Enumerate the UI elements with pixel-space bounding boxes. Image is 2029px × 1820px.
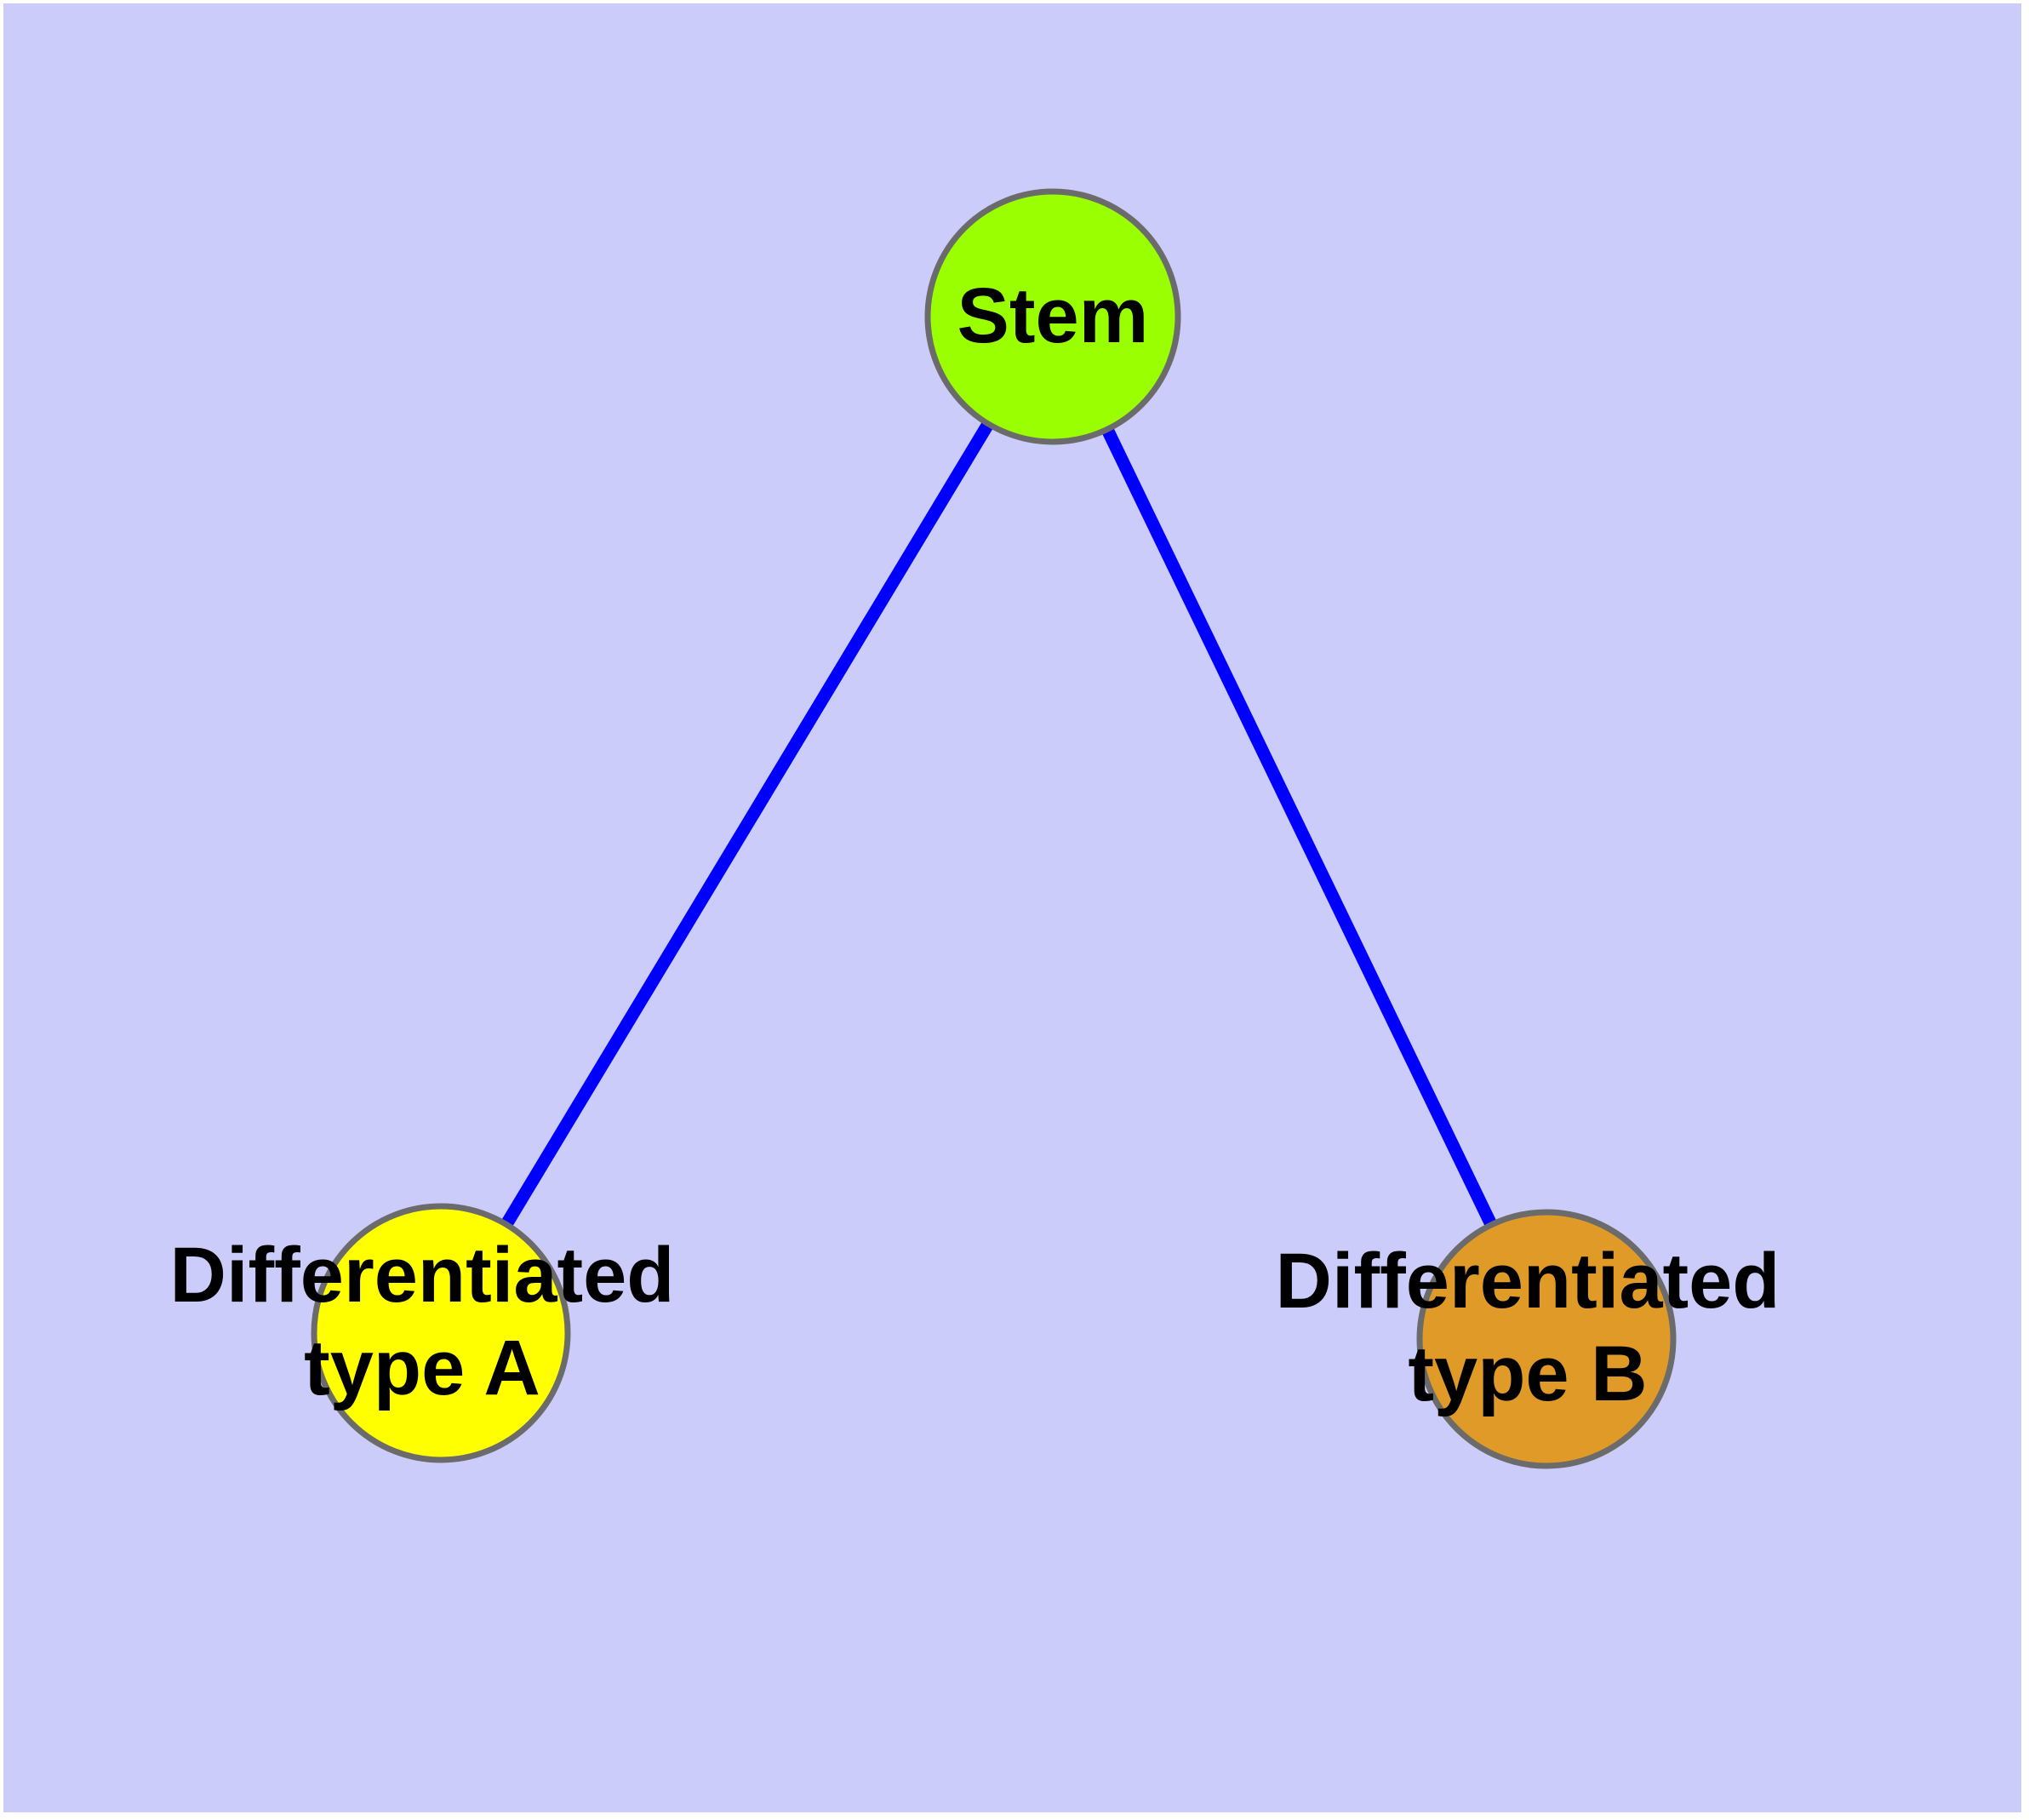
edge-stem-to-differentiated-type-b[interactable] — [1047, 313, 1552, 1342]
diagram-plot-area: Stem Differentiated type A Differentiate… — [3, 3, 2021, 1812]
node-differentiated-type-b-label-line2: type B — [1408, 1331, 1647, 1417]
node-stem-label: Stem — [957, 272, 1149, 359]
node-link-graph: Stem Differentiated type A Differentiate… — [170, 188, 1780, 1469]
node-differentiated-type-a-label-line1: Differentiated — [170, 1232, 675, 1319]
node-differentiated-type-a-label-line2: type A — [304, 1325, 540, 1411]
labels-layer: Stem Differentiated type A Differentiate… — [170, 272, 1780, 1417]
edge-stem-to-differentiated-type-a[interactable] — [435, 313, 1059, 1336]
node-differentiated-type-b-label-line1: Differentiated — [1276, 1238, 1780, 1325]
nodes-layer — [311, 188, 1677, 1469]
edges-layer — [435, 313, 1552, 1342]
node-differentiated-type-a-circle[interactable] — [311, 1203, 571, 1463]
node-stem-circle[interactable] — [924, 188, 1181, 445]
node-differentiated-type-b-circle[interactable] — [1416, 1209, 1677, 1469]
